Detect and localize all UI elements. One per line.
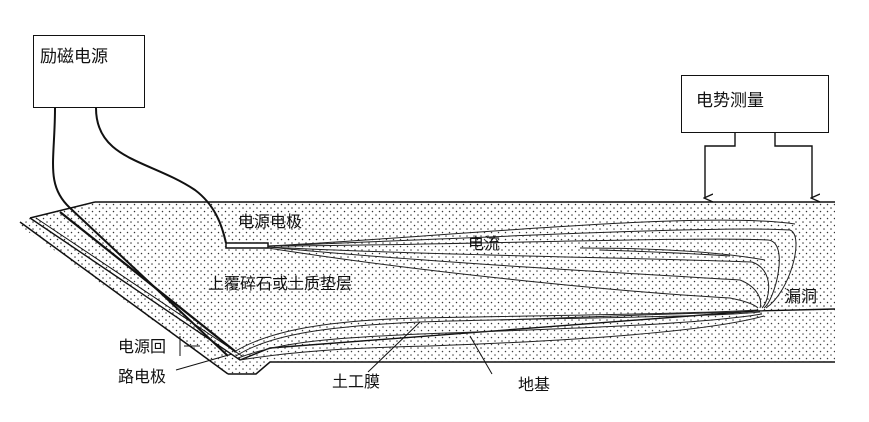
surface-line-left [29, 201, 96, 219]
potential-measurement-box: 电势测量 [681, 75, 829, 133]
measure-lead-left [705, 133, 736, 198]
geomembrane-label: 土工膜 [332, 372, 381, 391]
leader-foundation [469, 335, 493, 375]
cover-layer-label: 上覆碎石或土质垫层 [208, 274, 353, 293]
lead-wire-1 [52, 107, 229, 357]
lead-wire-2 [95, 107, 227, 244]
slope-fill [20, 218, 240, 374]
current-label: 电流 [468, 234, 501, 253]
foundation-base [228, 361, 835, 375]
outer-slope-line [19, 221, 229, 375]
leader-return-electrode-2 [175, 353, 233, 371]
leader-geomembrane [367, 321, 421, 373]
source-electrode-label: 电源电极 [238, 212, 303, 231]
foundation-label: 地基 [518, 375, 551, 394]
leak-label: 漏洞 [785, 287, 818, 306]
current-lines [233, 219, 797, 361]
source-electrode [225, 242, 269, 249]
potential-measurement-label: 电势测量 [696, 91, 764, 111]
geomembrane-line-inner [35, 217, 243, 357]
return-electrode-label-1: 电源回 [118, 337, 167, 356]
measure-lead-right [774, 133, 812, 198]
return-electrode [59, 211, 237, 353]
excitation-source-label: 励磁电源 [40, 47, 108, 67]
return-electrode-label-2: 路电极 [118, 367, 167, 386]
excitation-source-box: 励磁电源 [33, 35, 145, 108]
cover-layer-fill [30, 202, 835, 362]
